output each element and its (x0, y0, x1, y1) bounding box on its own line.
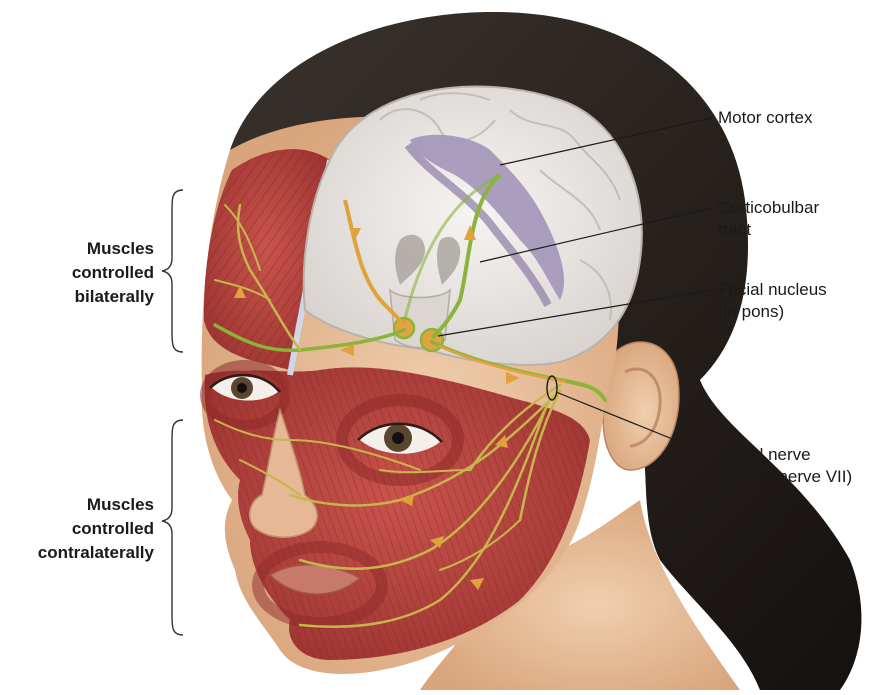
callout-motor-cortex: Motor cortex (718, 107, 812, 129)
callout-facial-nerve-line-1: Facial nerve (718, 444, 852, 466)
callout-facial-nerve: Facial nerve (cranial nerve VII) (718, 444, 852, 488)
region-label-contralateral: Muscles controlled contralaterally (2, 493, 154, 565)
callout-motor-cortex-line-1: Motor cortex (718, 107, 812, 129)
region-lower-line-2: controlled (2, 517, 154, 541)
region-upper-line-3: bilaterally (2, 285, 154, 309)
callout-corticobulbar-tract: Corticobulbar tract (718, 197, 819, 241)
region-upper-line-1: Muscles (2, 237, 154, 261)
region-label-bilateral: Muscles controlled bilaterally (2, 237, 154, 309)
region-upper-line-2: controlled (2, 261, 154, 285)
callout-corticobulbar-line-1: Corticobulbar (718, 197, 819, 219)
callout-facial-nucleus-line-2: (in pons) (718, 301, 827, 323)
region-lower-line-1: Muscles (2, 493, 154, 517)
callout-facial-nucleus-line-1: Facial nucleus (718, 279, 827, 301)
callout-corticobulbar-line-2: tract (718, 219, 819, 241)
bracket-bilateral (162, 190, 183, 352)
region-lower-line-3: contralaterally (2, 541, 154, 565)
callout-facial-nucleus: Facial nucleus (in pons) (718, 279, 827, 323)
bracket-contralateral (162, 420, 183, 635)
callout-facial-nerve-line-2: (cranial nerve VII) (718, 466, 852, 488)
